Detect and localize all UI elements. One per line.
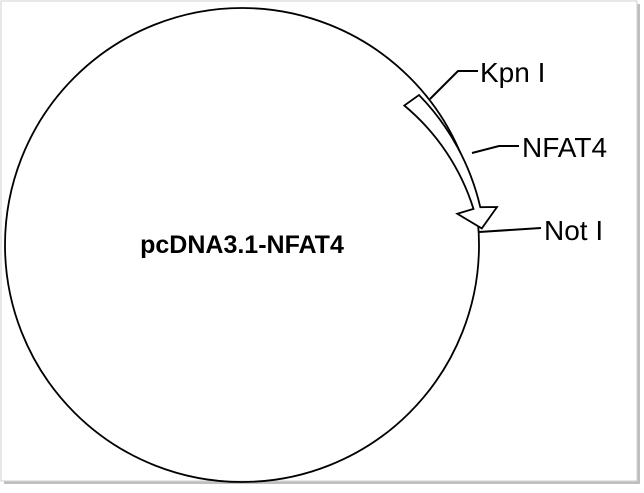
kpn-site-label: Kpn I [480,57,545,88]
nfat4-leader-line [471,145,519,154]
insert-arrow [402,93,499,230]
not-site-label: Not I [544,215,603,246]
kpn-leader-line [429,70,478,100]
plasmid-circle [4,7,480,483]
frame-border [0,0,638,482]
plasmid-name: pcDNA3.1-NFAT4 [140,231,344,259]
insert-label: NFAT4 [522,132,607,163]
not-leader-line [478,227,542,233]
